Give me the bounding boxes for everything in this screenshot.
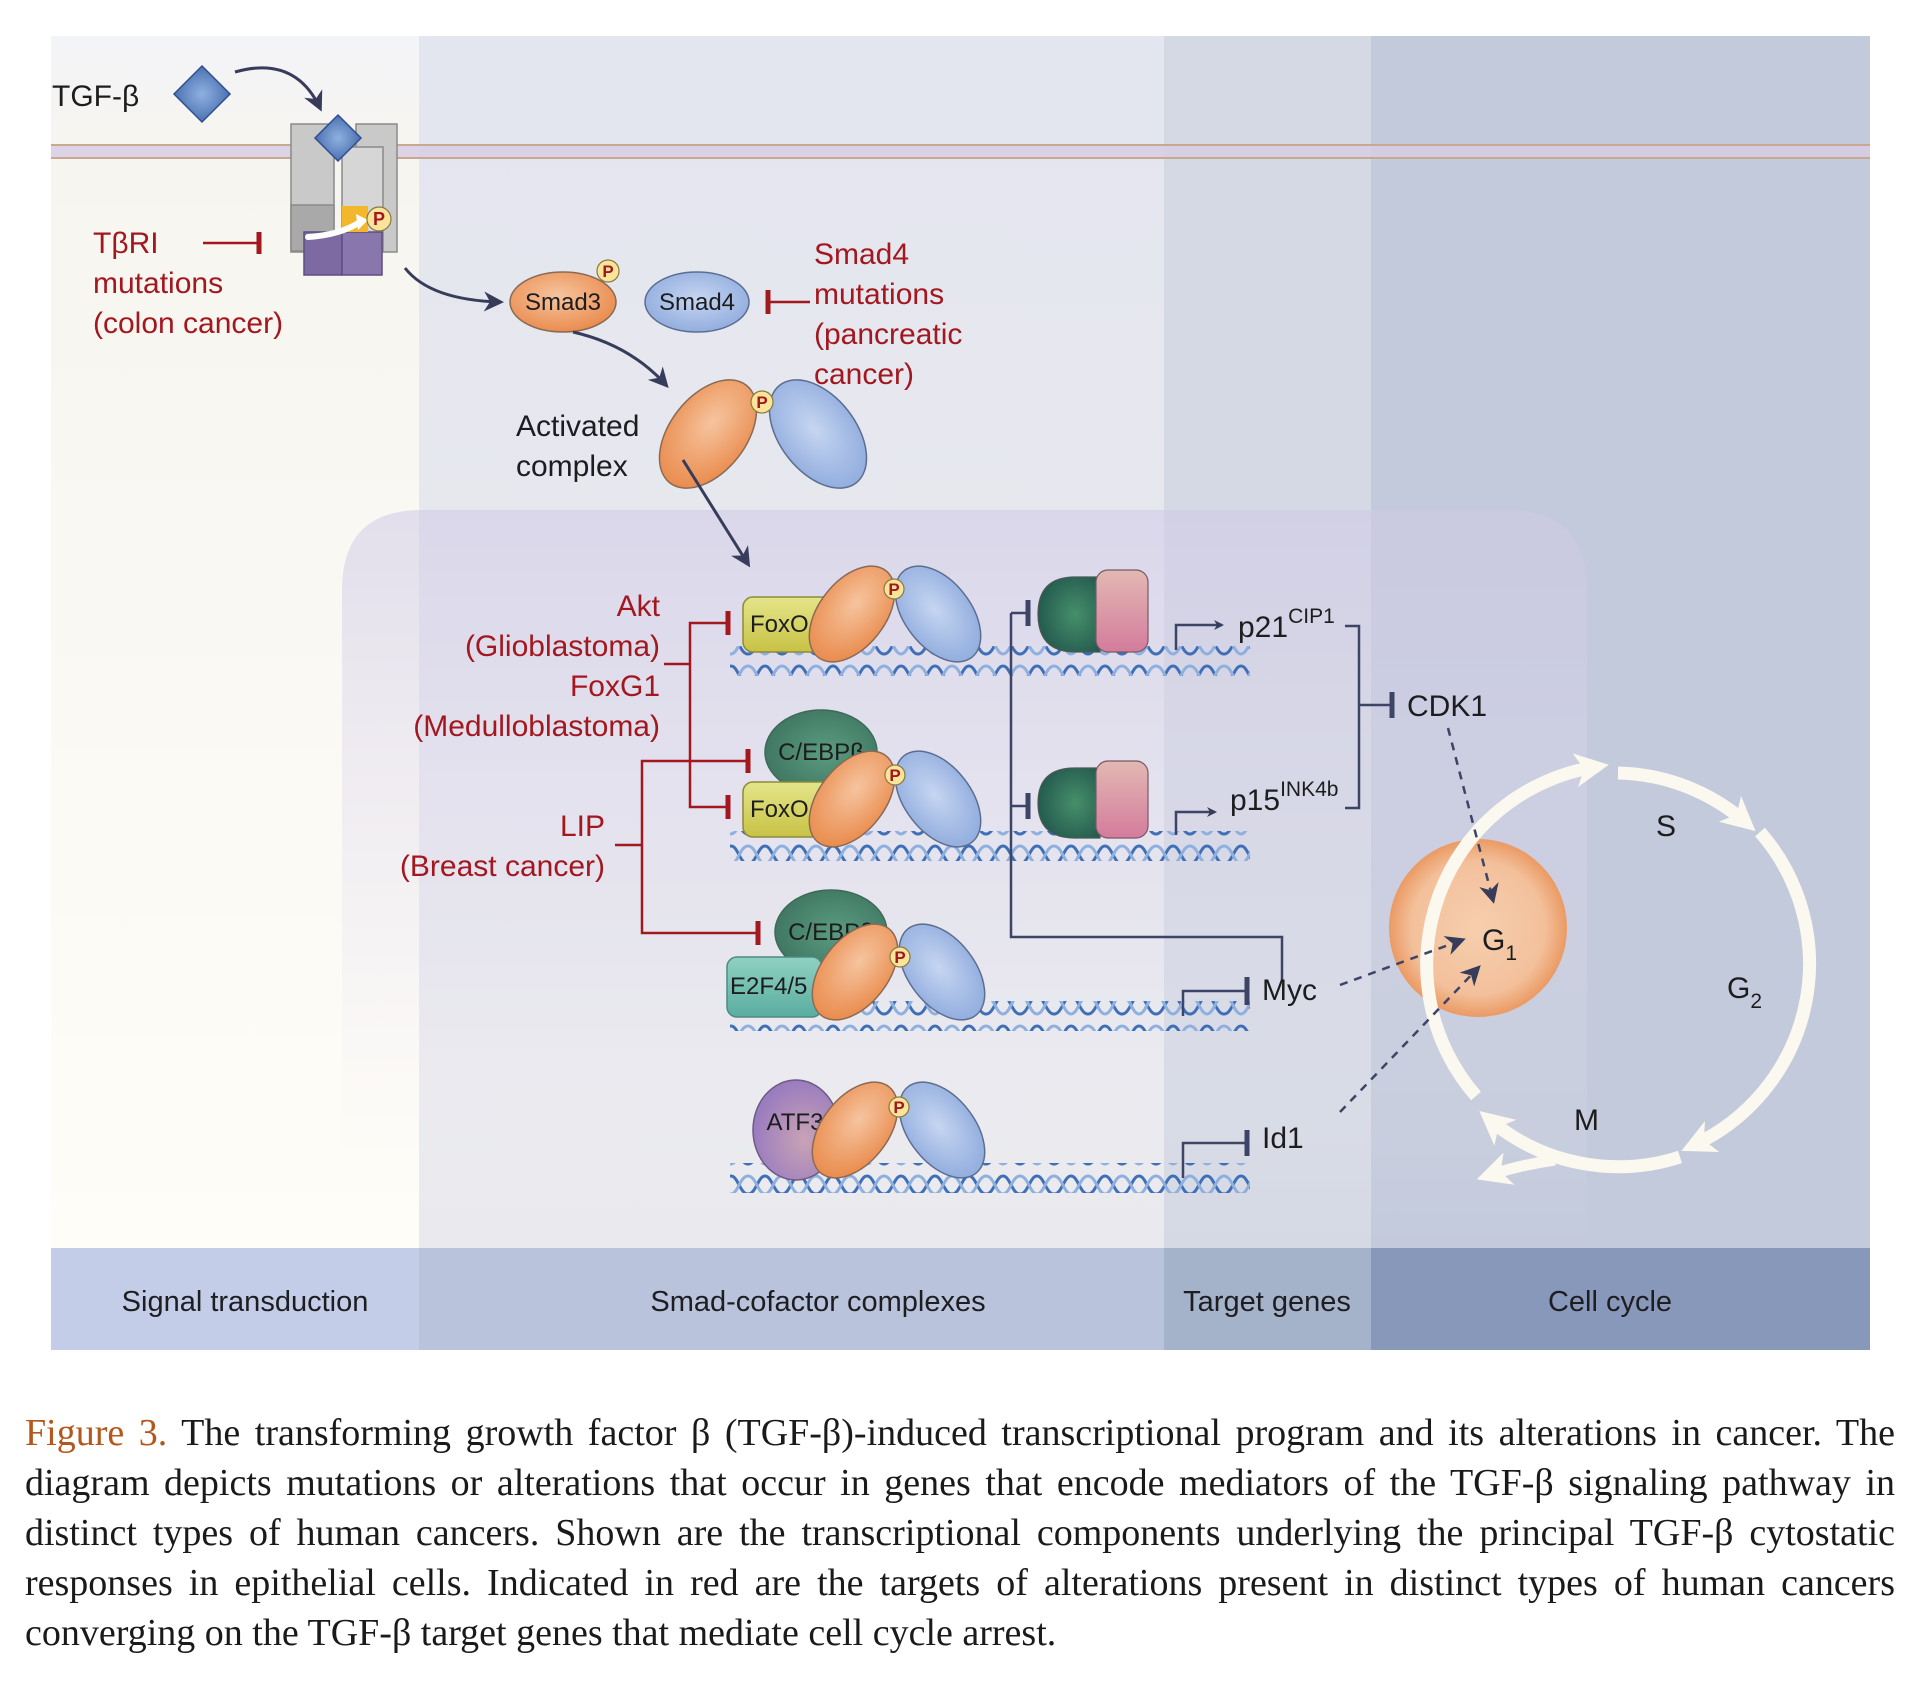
tbri-mutation-annotation: TβRI mutations (colon cancer) — [93, 227, 283, 340]
band-label-smad-cofactor: Smad-cofactor complexes — [650, 1286, 985, 1318]
repressor-complex-p15 — [1037, 760, 1149, 839]
cebpb-foxo-smad-complex: C/EBPβ FoxO P — [742, 709, 982, 848]
foxg1-label: FoxG1 — [570, 670, 660, 703]
id1-repression — [1181, 1130, 1250, 1178]
gene-p21: p21CIP1 — [1238, 605, 1335, 644]
lip-alteration: LIP (Breast cancer) — [400, 749, 761, 945]
myc-repression — [1181, 977, 1250, 1016]
receptor-icon: P — [290, 113, 398, 276]
phase-g2-label: G2 — [1727, 972, 1762, 1013]
cycle-arc-g2 — [1681, 827, 1816, 1152]
band-label-cell-cycle: Cell cycle — [1548, 1286, 1672, 1318]
svg-text:Smad3: Smad3 — [525, 289, 601, 316]
band-label-target-genes: Target genes — [1183, 1286, 1351, 1318]
svg-text:mutations: mutations — [93, 267, 223, 300]
band-cell-cycle — [1371, 1248, 1870, 1350]
svg-text:mutations: mutations — [814, 278, 944, 311]
caption-text: The transforming growth factor β (TGF-β)… — [25, 1412, 1895, 1654]
band-target-genes — [1164, 1248, 1371, 1350]
cell-cycle-diagram: G1 S G2 M — [1339, 727, 1816, 1185]
svg-text:(colon cancer): (colon cancer) — [93, 307, 283, 340]
gene-cdk1: CDK1 — [1407, 690, 1487, 723]
g1-phase-sphere — [1389, 839, 1567, 1017]
atf3-smad-complex: ATF3 P — [752, 1079, 986, 1181]
gene-p15: p15INK4b — [1230, 778, 1338, 817]
phospho-icon — [884, 764, 906, 786]
phospho-icon — [750, 390, 774, 414]
svg-text:E2F4/5: E2F4/5 — [730, 973, 807, 1000]
svg-text:ATF3: ATF3 — [767, 1109, 824, 1136]
receptor-to-smad3-arrow — [403, 267, 504, 312]
gene-id1: Id1 — [1262, 1122, 1304, 1155]
phospho-icon — [366, 206, 392, 232]
smad3: Smad3 P — [509, 259, 620, 333]
svg-text:P: P — [602, 262, 613, 281]
tgf-beta-label: TGF-β — [52, 80, 139, 113]
svg-text:cancer): cancer) — [814, 358, 914, 391]
band-label-signal-transduction: Signal transduction — [122, 1286, 369, 1318]
band-signal-transduction — [51, 1248, 419, 1350]
activated-complex-label: Activated — [516, 410, 639, 443]
phase-s-label: S — [1656, 810, 1676, 843]
svg-text:P: P — [893, 1098, 904, 1117]
svg-text:P: P — [888, 580, 899, 599]
tgf-beta-ligand-icon — [172, 64, 232, 124]
nucleus-region — [342, 510, 1587, 1248]
band-smad-cofactor — [419, 1248, 1164, 1350]
p15-activation-arrow — [1174, 807, 1217, 835]
cycle-arc-g1-to-s — [1420, 753, 1609, 1101]
svg-text:FoxO: FoxO — [750, 796, 809, 823]
svg-text:(Medulloblastoma): (Medulloblastoma) — [413, 710, 660, 743]
p21-activation-arrow — [1174, 620, 1224, 650]
svg-text:FoxO: FoxO — [750, 611, 809, 638]
id1-to-g1-dashed-arrow — [1339, 965, 1481, 1113]
phospho-icon — [883, 578, 905, 600]
myc-to-g1-dashed-arrow — [1339, 936, 1466, 987]
svg-text:P: P — [894, 948, 905, 967]
smad4: Smad4 — [644, 271, 750, 333]
smad4-mutation-annotation: Smad4 mutations (pancreatic cancer) — [765, 238, 962, 391]
svg-text:P: P — [373, 209, 385, 229]
lip-label: LIP — [560, 810, 605, 843]
complex-to-nucleus-arrow — [681, 459, 751, 568]
tbri-mutation-label: TβRI — [93, 227, 159, 260]
phospho-icon — [889, 946, 911, 968]
svg-text:P: P — [889, 766, 900, 785]
smad-to-complex-arrow — [572, 330, 669, 388]
akt-foxg1-alteration: Akt (Glioblastoma) FoxG1 (Medulloblastom… — [413, 590, 731, 819]
svg-text:P: P — [756, 393, 767, 412]
phospho-icon — [596, 259, 620, 283]
svg-text:complex: complex — [516, 450, 628, 483]
foxo-smad-complex-1: FoxO P — [742, 565, 982, 663]
svg-text:(pancreatic: (pancreatic — [814, 318, 962, 351]
smad4-mutation-label: Smad4 — [814, 238, 909, 271]
phase-g1-label: G1 — [1482, 924, 1517, 965]
figure-label: Figure 3. — [25, 1412, 168, 1454]
figure-caption: Figure 3. The transforming growth factor… — [25, 1408, 1895, 1658]
pathway-diagram: Signal transduction Smad-cofactor comple… — [51, 36, 1870, 1350]
phase-m-label: M — [1574, 1104, 1599, 1137]
svg-text:(Breast cancer): (Breast cancer) — [400, 850, 605, 883]
svg-text:Smad4: Smad4 — [659, 289, 735, 316]
phospho-icon — [888, 1096, 910, 1118]
cycle-arc-m — [1479, 1111, 1682, 1174]
binding-arrow — [234, 66, 323, 112]
myc-repression-lines — [1009, 600, 1284, 980]
akt-label: Akt — [617, 590, 661, 623]
cdk1-inhibition — [1345, 624, 1395, 810]
repressor-complex-p21 — [1037, 569, 1149, 653]
gene-myc: Myc — [1262, 974, 1317, 1007]
cycle-arc-s — [1617, 766, 1756, 832]
svg-text:(Glioblastoma): (Glioblastoma) — [465, 630, 660, 663]
cebpb-e2f45-smad-complex: C/EBPβ E2F4/5 P — [726, 889, 986, 1021]
stage-bands: Signal transduction Smad-cofactor comple… — [51, 1248, 1870, 1350]
cycle-arc-exit — [1476, 1152, 1556, 1185]
